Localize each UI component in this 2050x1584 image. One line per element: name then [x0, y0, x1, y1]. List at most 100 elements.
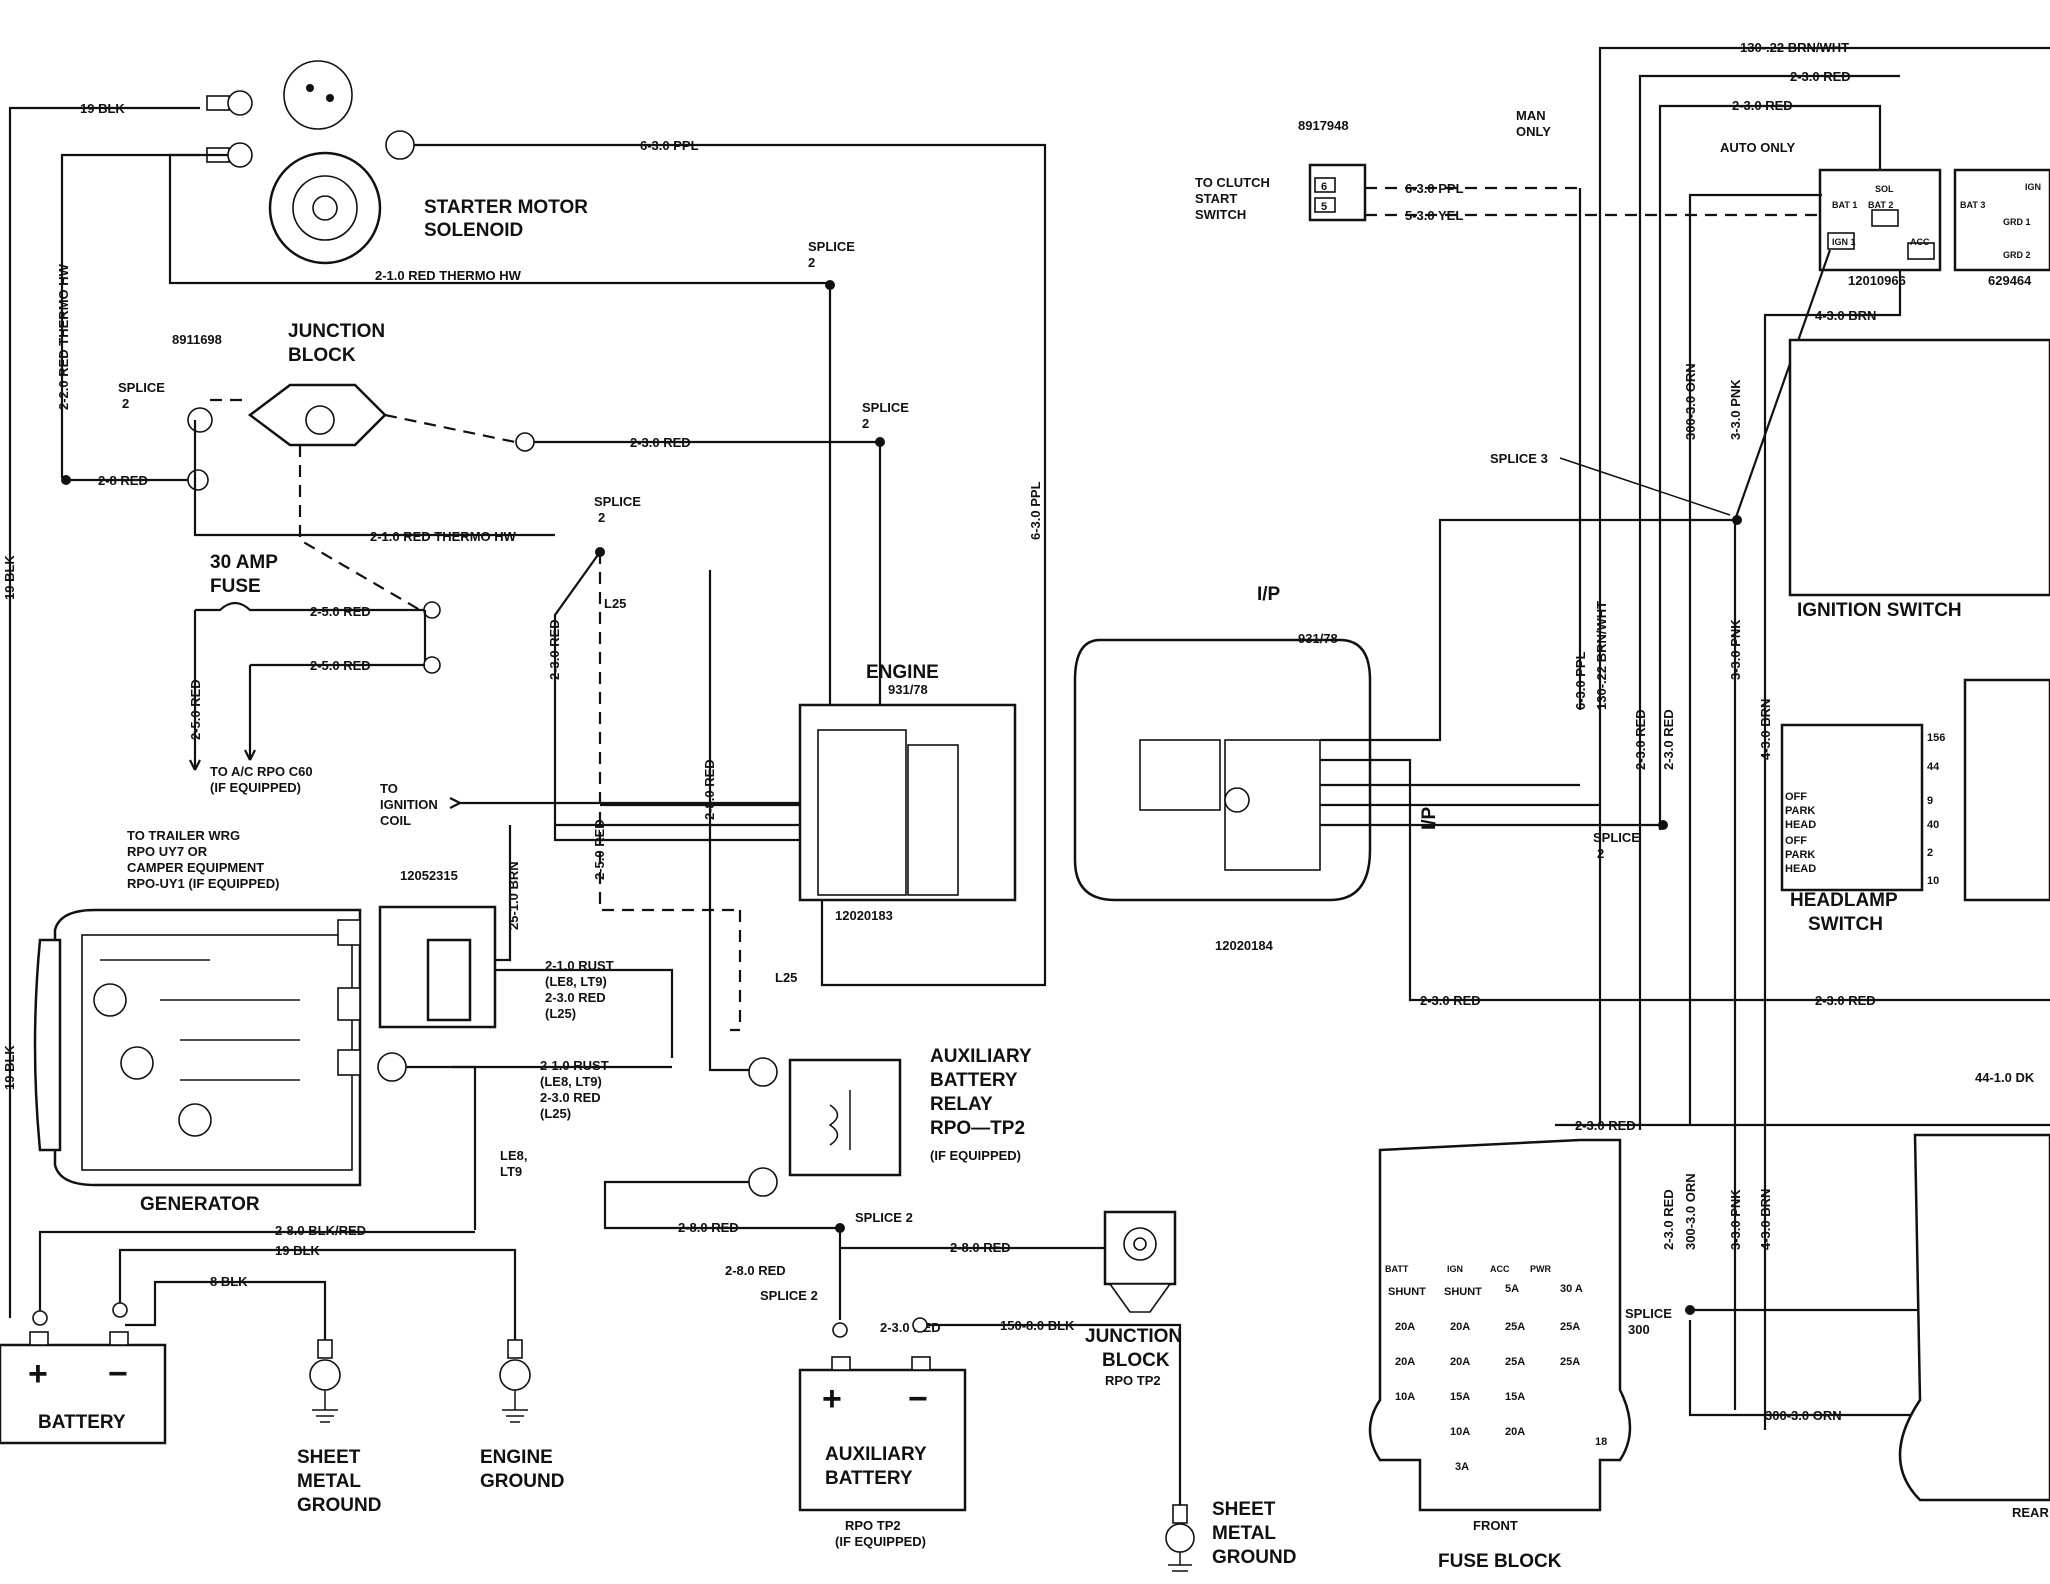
aux-battery-title: AUXILIARY — [825, 1444, 927, 1465]
note-label: SWITCH — [1195, 207, 1246, 222]
wire-label: 2-1.0 RED THERMO HW — [370, 529, 517, 544]
wire-label: 2-8 RED — [98, 473, 148, 488]
fuse: 5A — [1505, 1283, 1519, 1295]
fuse: 10A — [1450, 1426, 1470, 1438]
fuse: 20A — [1450, 1356, 1470, 1368]
wire-label: 2-3.0 RED — [1790, 69, 1851, 84]
splice-label: 2 — [1597, 846, 1604, 861]
ground-label: GROUND — [1212, 1547, 1296, 1568]
wire-label: (LE8, LT9) — [545, 974, 607, 989]
fuse: 15A — [1450, 1391, 1470, 1403]
fuse: 25A — [1560, 1321, 1580, 1333]
pin-label: IGN — [2025, 182, 2041, 192]
hl-pin: 2 — [1927, 847, 1933, 859]
fuse-front-label: FRONT — [1473, 1518, 1518, 1533]
wire-label: 6-3.0 PPL — [1028, 481, 1043, 540]
relay-note: (IF EQUIPPED) — [930, 1148, 1021, 1163]
splice-label: 2 — [122, 396, 129, 411]
wire-label: 2-5.0 RED — [310, 658, 371, 673]
ignition-connector — [1818, 168, 2050, 272]
note-label: AUTO ONLY — [1720, 140, 1795, 155]
note-label: TO A/C RPO C60 — [210, 764, 313, 779]
wire-label: 2-1.0 RUST — [545, 958, 614, 973]
splice-label: SPLICE — [1593, 830, 1640, 845]
fuse: 15A — [1505, 1391, 1525, 1403]
hl-pin: 9 — [1927, 795, 1933, 807]
pin-label: SOL — [1875, 184, 1894, 194]
hl-pin: 40 — [1927, 819, 1939, 831]
fuse: 3A — [1455, 1461, 1469, 1473]
pin-label: GRD 2 — [2003, 250, 2031, 260]
jb2-title: BLOCK — [1102, 1350, 1170, 1371]
wire-label: 2-5.0 RED — [188, 679, 203, 740]
fuse: 20A — [1450, 1321, 1470, 1333]
junction-title: BLOCK — [288, 345, 356, 366]
wire-label: 25-1.0 BRN — [506, 861, 521, 930]
wire-label: 2-5.0 RED — [592, 819, 607, 880]
pin-label: BAT 3 — [1960, 200, 1985, 210]
splice-label: SPLICE — [1625, 1306, 1672, 1321]
wire-label: L25 — [775, 970, 797, 985]
hl-pin: 44 — [1927, 761, 1940, 773]
fuse-title: 30 AMP — [210, 552, 278, 573]
wire-label: 2-3.0 RED — [630, 435, 691, 450]
generator — [33, 908, 362, 1187]
pin-label: IGN 1 — [1832, 237, 1856, 247]
junction-title: JUNCTION — [288, 321, 385, 342]
wire-label: 2-8.0 RED — [702, 759, 717, 820]
sheet-metal-ground-2 — [1165, 1504, 1195, 1572]
svg-text:5: 5 — [1321, 201, 1327, 213]
wire-label: 2-3.0 RED — [1633, 709, 1648, 770]
wire-label: 2-8.0 RED — [950, 1240, 1011, 1255]
pin-label: BAT 1 — [1832, 200, 1857, 210]
fuse: 10A — [1395, 1391, 1415, 1403]
wire-label: 6-3.0 PPL — [1573, 651, 1588, 710]
fuse: SHUNT — [1388, 1286, 1426, 1298]
hl-label: HEAD — [1785, 863, 1816, 875]
starter-title: SOLENOID — [424, 220, 523, 241]
ign-switch-title: IGNITION SWITCH — [1797, 600, 1962, 621]
clutch-switch: 6 5 — [1308, 163, 1367, 222]
ground-label: GROUND — [480, 1471, 564, 1492]
ip-title: I/P — [1257, 584, 1281, 605]
fuse: 18 — [1595, 1436, 1607, 1448]
wire-label: 2-8.0 RED — [678, 1220, 739, 1235]
ignition-switch — [1788, 338, 2050, 597]
wire-label: (LE8, LT9) — [540, 1074, 602, 1089]
wire-label: 300-3.0 ORN — [1683, 363, 1698, 440]
fuse: 20A — [1505, 1426, 1525, 1438]
fuse-block-front — [1368, 1138, 1632, 1512]
fuse-block-rear — [1898, 1133, 2050, 1502]
part-number: 12010966 — [1848, 273, 1906, 288]
wire-label: 2-3.0 RED — [1661, 1189, 1676, 1250]
ground-label: SHEET — [297, 1447, 361, 1468]
wire-label: 130-.22 BRN/WHT — [1740, 40, 1849, 55]
wire-label: 3-3.0 PNK — [1728, 619, 1743, 680]
wire-label: 44-1.0 DK — [1975, 1070, 2035, 1085]
svg-text:+: + — [822, 1380, 842, 1418]
hl-pin: 10 — [1927, 875, 1939, 887]
ip-connector — [1073, 638, 1372, 902]
generator-title: GENERATOR — [140, 1194, 260, 1215]
splice-label: SPLICE — [808, 239, 855, 254]
battery: + − — [0, 1302, 167, 1445]
wire-label: 2-3.0 RED — [540, 1090, 601, 1105]
wire-label: 2-3.0 RED — [547, 619, 562, 680]
fuse: 25A — [1505, 1321, 1525, 1333]
wire-label: 3-3.0 PNK — [1728, 379, 1743, 440]
ip-big-label: I/P — [1419, 806, 1440, 830]
aux-battery-note: (IF EQUIPPED) — [835, 1534, 926, 1549]
sheet-metal-ground — [309, 1339, 341, 1423]
ground-label: SHEET — [1212, 1499, 1276, 1520]
wire-label: 300-3.0 ORN — [1683, 1173, 1698, 1250]
pin-label: GRD 1 — [2003, 217, 2031, 227]
wire-label: 4-3.0 BRN — [1758, 1189, 1773, 1250]
svg-text:−: − — [908, 1380, 928, 1418]
hl-label: PARK — [1785, 849, 1815, 861]
fuse: 20A — [1395, 1321, 1415, 1333]
engine-title: ENGINE — [866, 662, 939, 683]
auxiliary-battery: + − — [798, 1317, 967, 1512]
wire-label: 2-3.0 RED — [1420, 993, 1481, 1008]
wire-label: 2-3.0 RED — [545, 990, 606, 1005]
jb2-note: RPO TP2 — [1105, 1373, 1161, 1388]
